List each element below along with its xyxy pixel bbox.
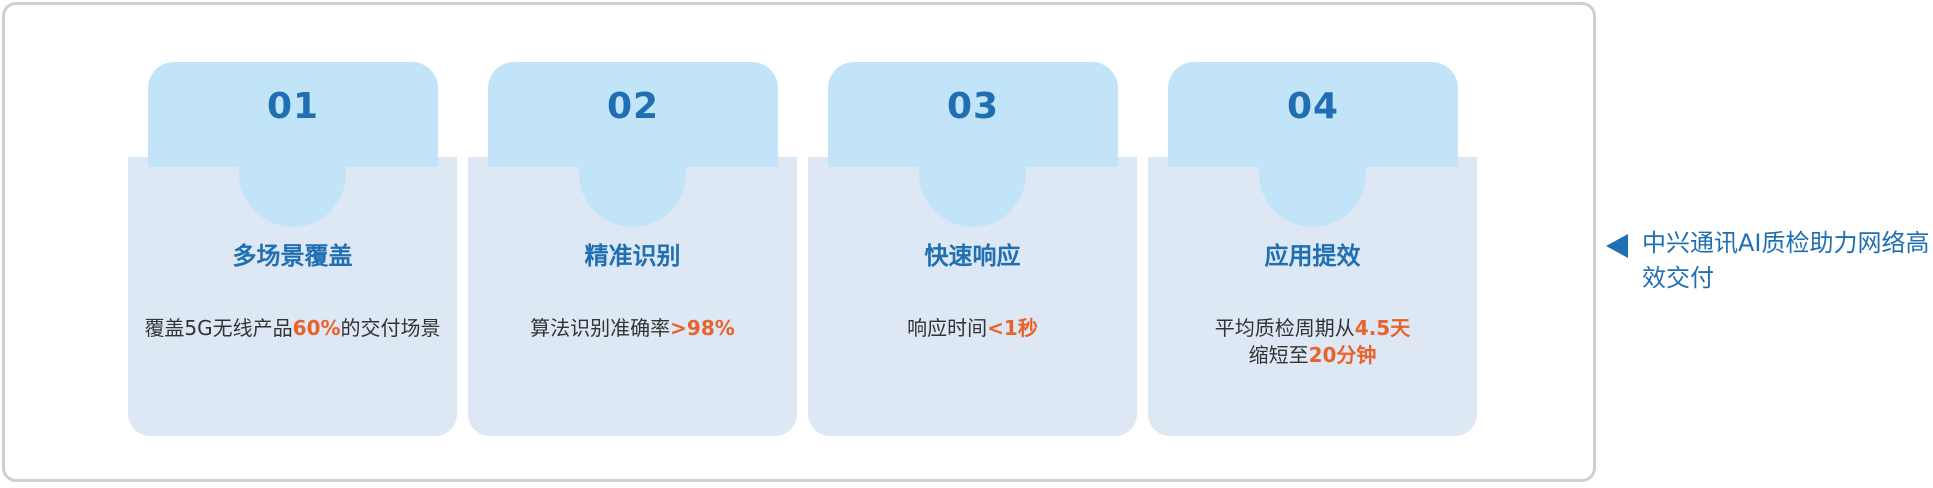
highlight-value: 20分钟 <box>1308 343 1377 367</box>
card-description-line: 平均质检周期从4.5天 <box>1148 315 1477 342</box>
card-description: 平均质检周期从4.5天缩短至20分钟 <box>1148 315 1477 369</box>
card-tab-bump <box>239 120 346 227</box>
card-tab-bump <box>1259 120 1366 227</box>
card-2: 02 精准识别 算法识别准确率>98% <box>468 62 797 436</box>
card-tab-bump <box>579 120 686 227</box>
card-title: 精准识别 <box>584 242 681 270</box>
card-description-line: 覆盖5G无线产品60%的交付场景 <box>128 315 457 342</box>
card-title: 多场景覆盖 <box>232 242 353 270</box>
card-tab-bump <box>919 120 1026 227</box>
card-description-line: 响应时间<1秒 <box>808 315 1137 342</box>
card-number: 01 <box>266 86 320 127</box>
highlight-value: <1秒 <box>987 316 1038 340</box>
description-text: 的交付场景 <box>340 316 441 340</box>
highlight-value: 60% <box>292 316 341 340</box>
description-text: 算法识别准确率 <box>530 316 671 340</box>
card-description: 覆盖5G无线产品60%的交付场景 <box>128 315 457 342</box>
card-number: 02 <box>606 86 660 127</box>
highlight-value: 4.5天 <box>1354 316 1411 340</box>
card-title: 快速响应 <box>924 242 1021 270</box>
description-text: 平均质检周期从 <box>1214 316 1355 340</box>
card-number: 03 <box>946 86 1000 127</box>
triangle-left-icon <box>1606 234 1628 258</box>
diagram-frame: 01 多场景覆盖 覆盖5G无线产品60%的交付场景 02 精准识别 算法识别准确… <box>2 2 1596 482</box>
card-description: 算法识别准确率>98% <box>468 315 797 342</box>
card-description: 响应时间<1秒 <box>808 315 1137 342</box>
card-1: 01 多场景覆盖 覆盖5G无线产品60%的交付场景 <box>128 62 457 436</box>
highlight-value: >98% <box>670 316 735 340</box>
card-title: 应用提效 <box>1264 242 1361 270</box>
card-number: 04 <box>1286 86 1340 127</box>
description-text: 覆盖5G无线产品 <box>144 316 293 340</box>
card-description-line: 算法识别准确率>98% <box>468 315 797 342</box>
side-note-text: 中兴通讯AI质检助力网络高效交付 <box>1642 229 1930 292</box>
description-text: 响应时间 <box>907 316 988 340</box>
description-text: 缩短至 <box>1248 343 1309 367</box>
card-3: 03 快速响应 响应时间<1秒 <box>808 62 1137 436</box>
card-description-line: 缩短至20分钟 <box>1148 342 1477 369</box>
card-4: 04 应用提效 平均质检周期从4.5天缩短至20分钟 <box>1148 62 1477 436</box>
